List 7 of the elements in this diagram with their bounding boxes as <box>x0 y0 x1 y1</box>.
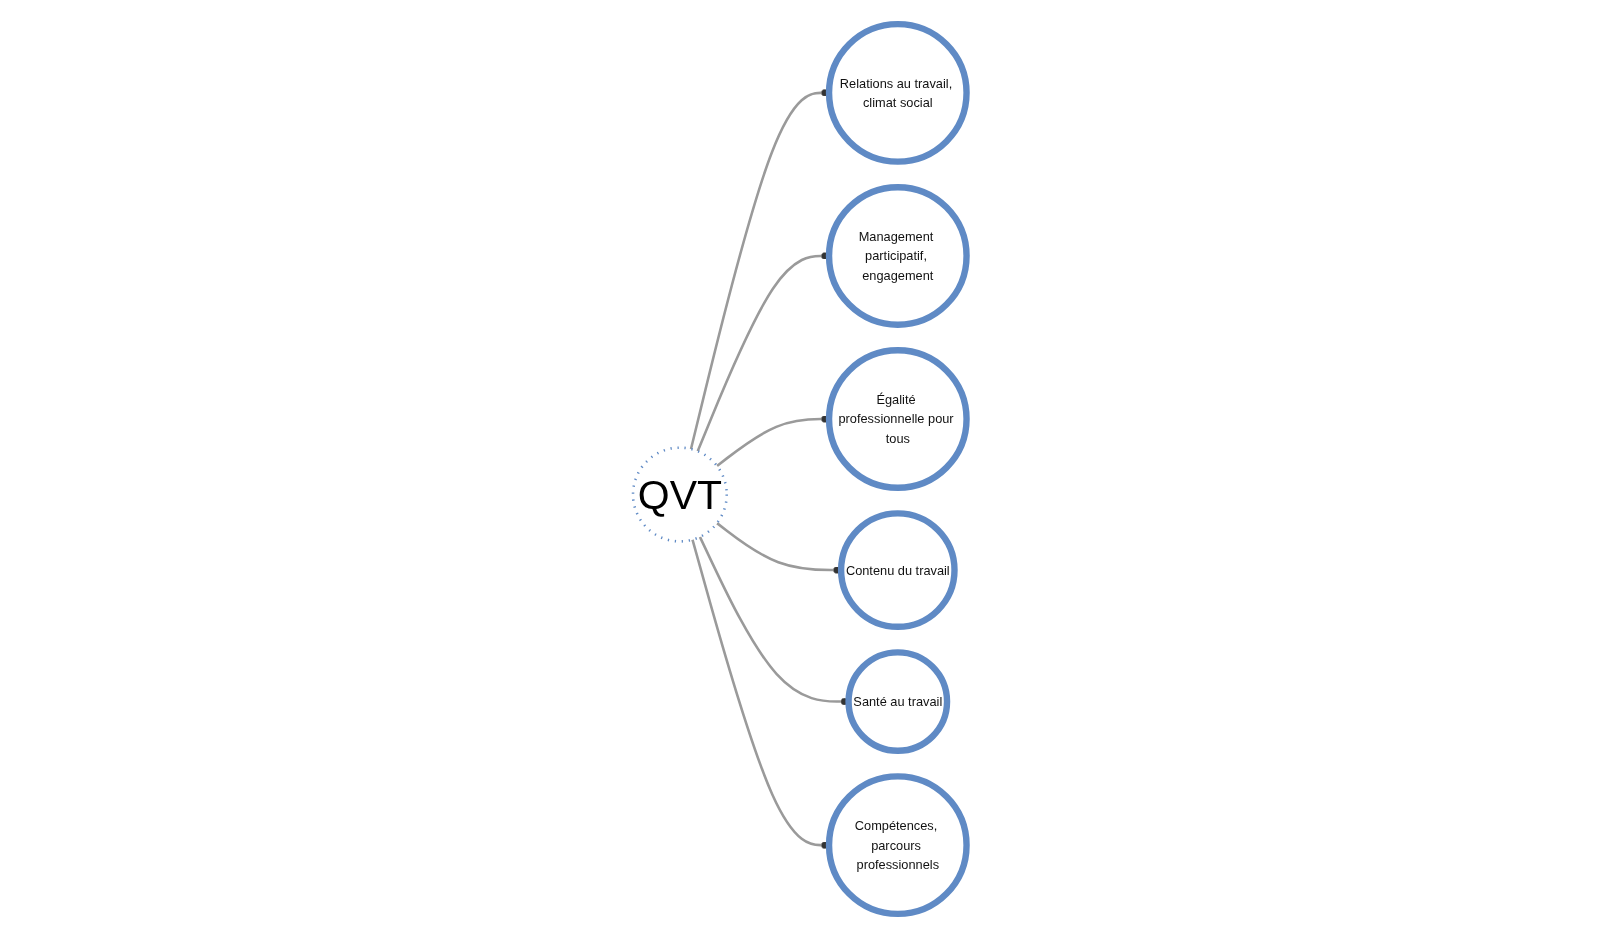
node-circle: QVT <box>631 446 729 543</box>
node-circle: Contenu du travail <box>838 510 958 630</box>
node-circle: Management participatif, engagement <box>826 184 970 328</box>
node-circle: Santé au travail <box>845 649 951 754</box>
node-circle: Relations au travail, climat social <box>826 20 970 165</box>
node-circle: Compétences, parcours professionnels <box>826 773 970 918</box>
node-circle: Égalité professionnelle pour tous <box>826 347 970 491</box>
